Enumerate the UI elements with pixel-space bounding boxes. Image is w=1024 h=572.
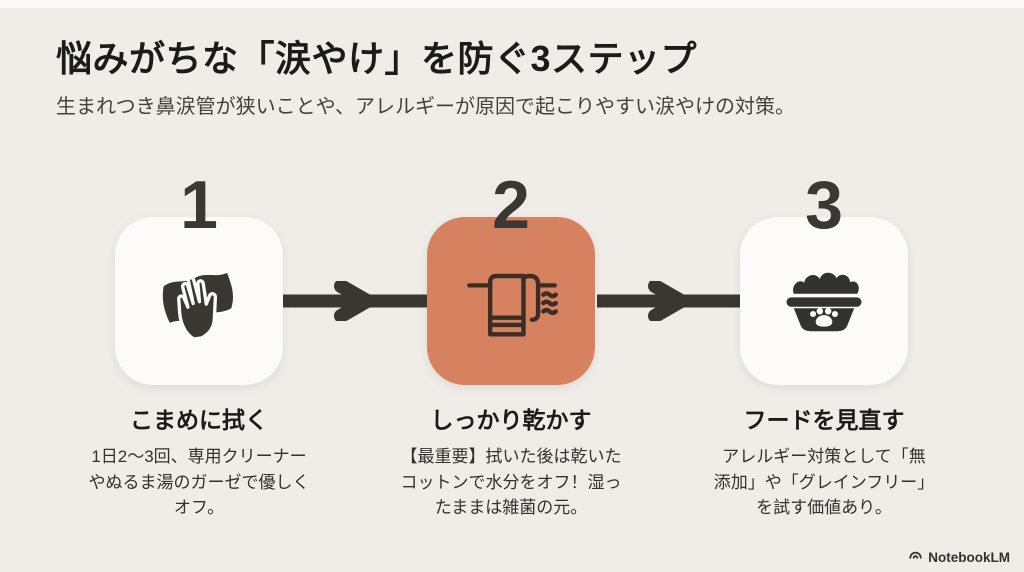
step-3-description: アレルギー対策として「無 添加」や「グレインフリー」 を試す価値あり。 <box>713 447 935 517</box>
steps-row: 1 こまめに拭く 1日2〜3回、専用クリーナー やぬるま湯のガーゼで優しく オフ… <box>0 167 1024 523</box>
footer-brand: NotebookLM <box>908 547 1010 567</box>
towel-dry-icon <box>461 251 561 351</box>
step-2-label: しっかり乾かす <box>430 407 592 433</box>
step-2-description: 【最重要】拭いた後は乾いた コットンで水分をオフ！湿っ たままは雑菌の元。 <box>400 447 622 517</box>
notebooklm-logo-icon <box>908 547 923 567</box>
page-title: 悩みがちな「涙やけ」を防ぐ3ステップ <box>56 38 698 79</box>
step-2: 2 しっかり乾かす 【最重要】拭い <box>366 167 656 521</box>
step-1-label: こまめに拭く <box>130 407 268 433</box>
step-2-card <box>427 217 595 385</box>
step-1-card <box>115 217 283 385</box>
step-1-number: 1 <box>180 167 218 243</box>
food-bowl-icon <box>774 251 874 351</box>
page-subtitle: 生まれつき鼻涙管が狭いことや、アレルギーが原因で起こりやすい涙やけの対策。 <box>56 96 795 118</box>
step-2-number: 2 <box>492 167 530 243</box>
step-3-card <box>740 217 908 385</box>
step-3: 3 <box>679 167 969 521</box>
wipe-cloth-icon <box>149 251 249 351</box>
footer-brand-label: NotebookLM <box>928 549 1010 565</box>
arrow-right-icon <box>597 279 743 326</box>
arrow-right-icon <box>283 279 429 326</box>
top-strip <box>0 0 1024 8</box>
step-3-label: フードを見直す <box>743 407 905 433</box>
header: 悩みがちな「涙やけ」を防ぐ3ステップ 生まれつき鼻涙管が狭いことや、アレルギーが… <box>0 8 1024 121</box>
step-1-description: 1日2〜3回、専用クリーナー やぬるま湯のガーゼで優しく オフ。 <box>88 447 310 517</box>
step-1: 1 こまめに拭く 1日2〜3回、専用クリーナー やぬるま湯のガーゼで優しく オフ… <box>54 167 344 521</box>
step-3-number: 3 <box>805 167 843 243</box>
